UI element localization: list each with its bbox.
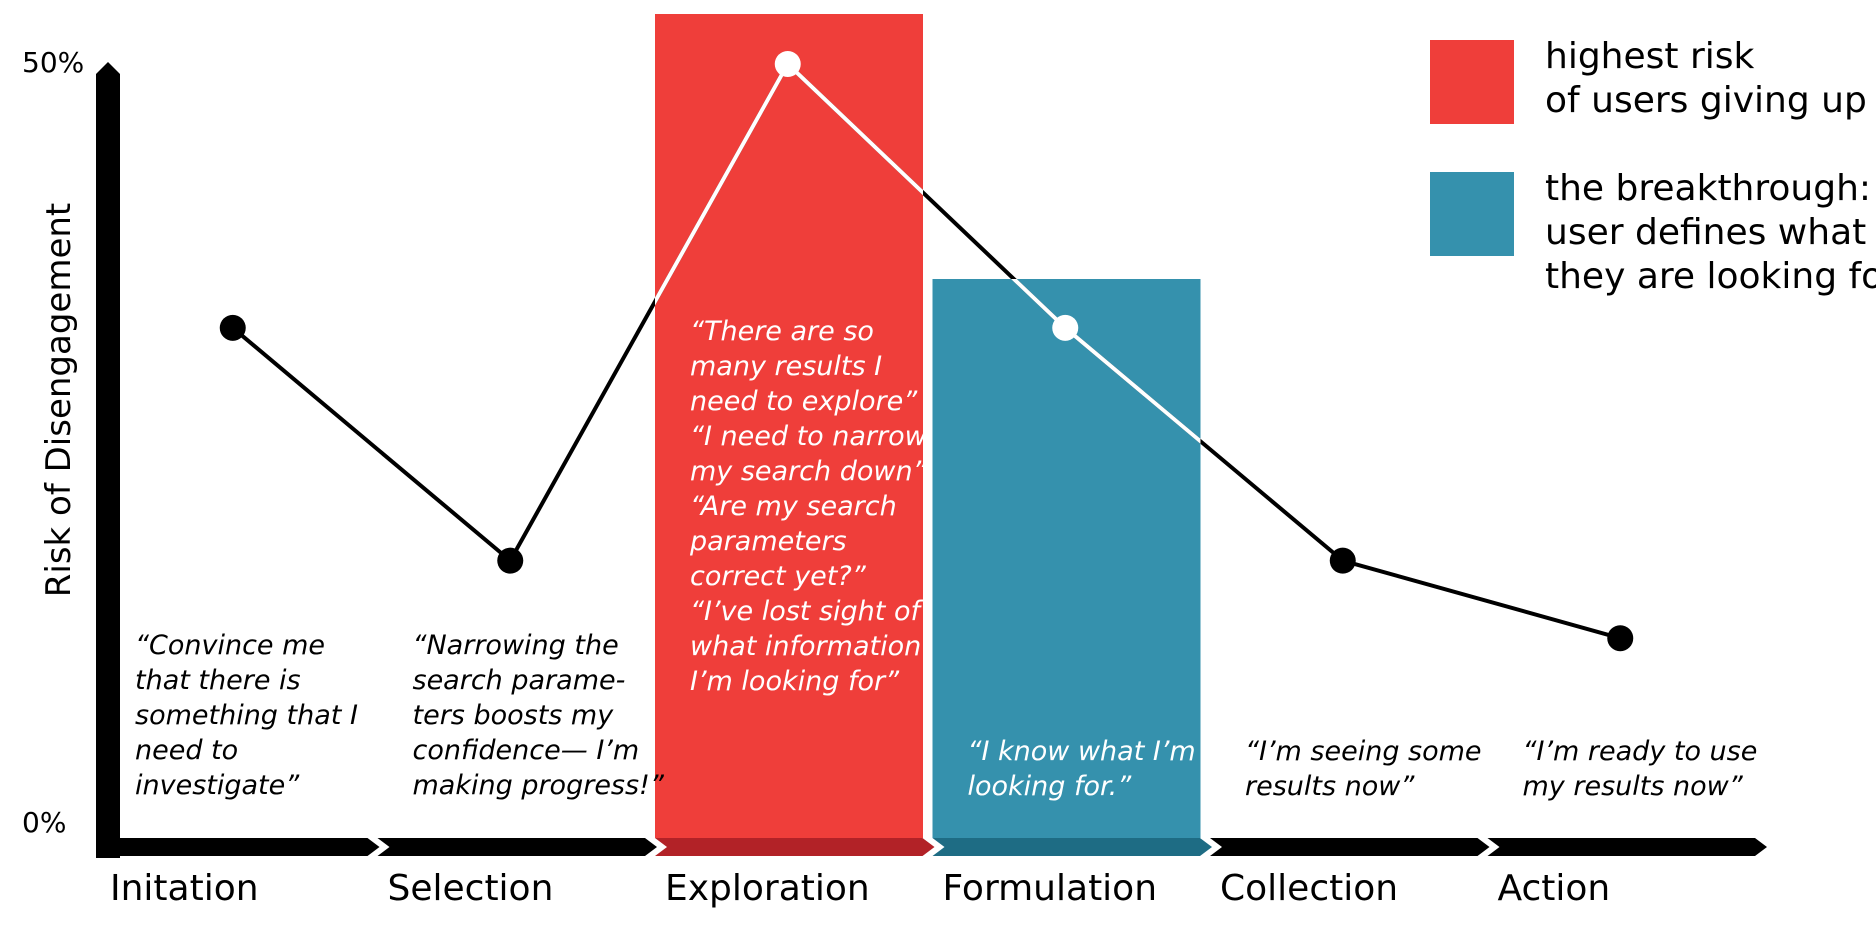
tick-label-0: 0%: [22, 806, 66, 839]
stage-label-collection: Collection: [1220, 868, 1398, 909]
tick-label-50: 50%: [22, 46, 84, 79]
x-axis-segment-action: [1487, 838, 1767, 856]
data-point-selection: [497, 547, 524, 574]
risk-line: [219, 51, 1634, 652]
risk-line-path: [231, 62, 1621, 641]
y-axis-label: Risk of Disengagement: [39, 203, 79, 598]
stage-label-exploration: Exploration: [665, 868, 870, 909]
risk-line-highlight: [655, 62, 1201, 641]
x-axis-segment-exploration: [655, 838, 935, 856]
stage-label-action: Action: [1498, 868, 1611, 909]
data-point-formulation: [1052, 314, 1079, 341]
x-axis-segment-formulation: [932, 838, 1212, 856]
legend-swatch-formulation: [1430, 172, 1514, 256]
stage-label-selection: Selection: [388, 868, 554, 909]
x-axis-segment-collection: [1210, 838, 1490, 856]
x-axis-segment-initation: [96, 838, 380, 856]
legend-swatch-exploration: [1430, 40, 1514, 124]
data-point-exploration: [774, 51, 801, 77]
data-point-initation: [219, 314, 246, 341]
data-point-action: [1607, 625, 1634, 652]
stage-label-formulation: Formulation: [943, 868, 1158, 909]
stage-label-initation: Initation: [110, 868, 259, 909]
data-point-collection: [1329, 547, 1356, 574]
x-axis-segment-selection: [377, 838, 657, 856]
band-formulation: [932, 279, 1201, 838]
y-axis: [96, 62, 120, 858]
